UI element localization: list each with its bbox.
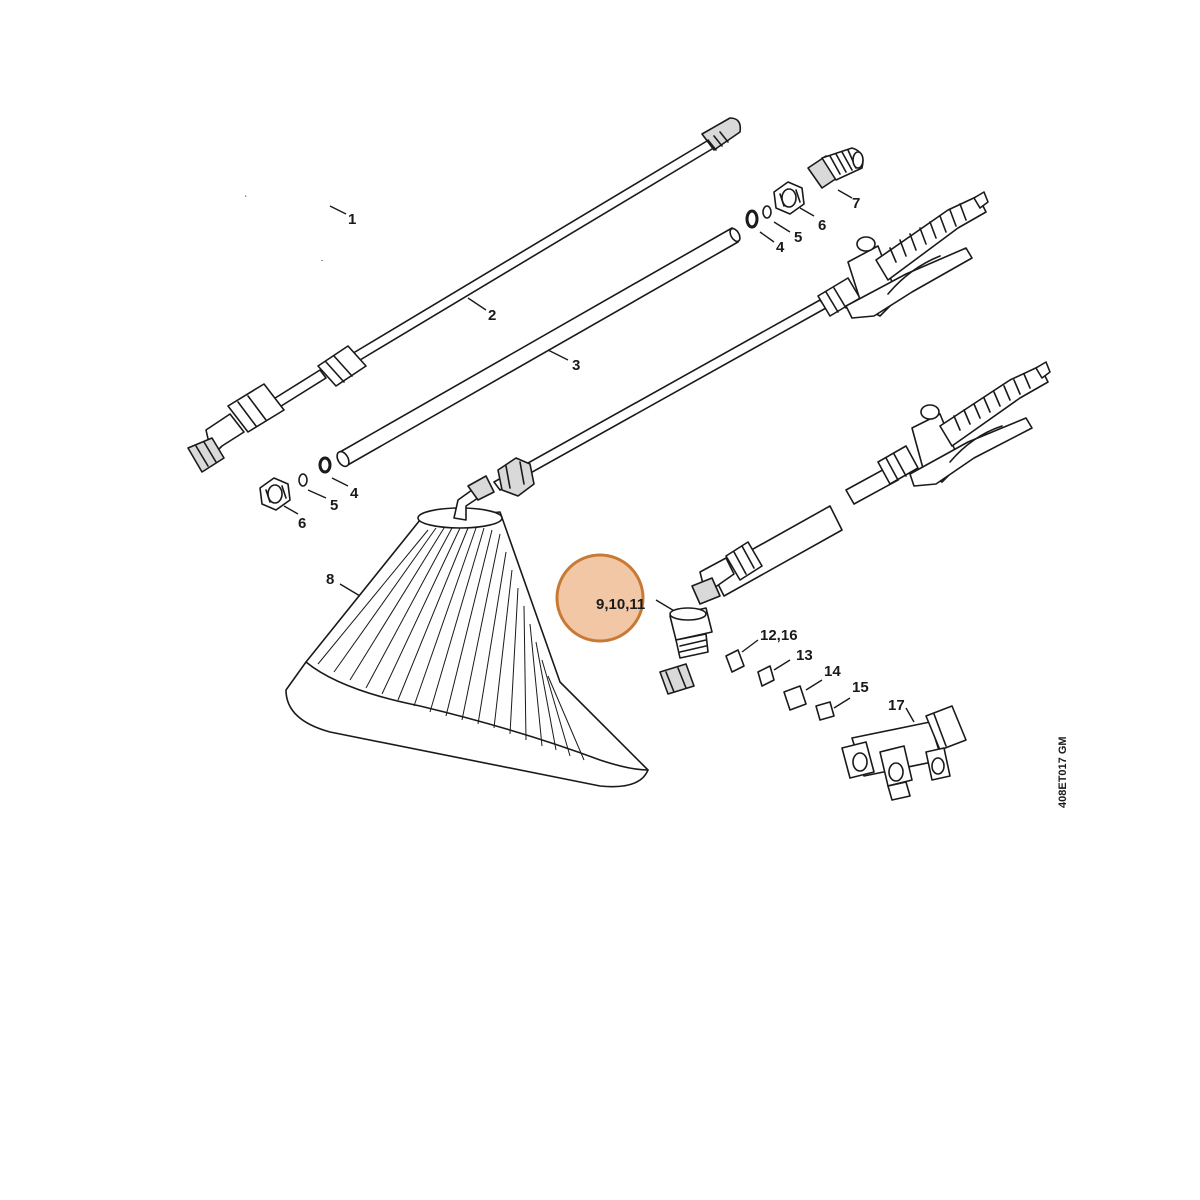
part-5-seal-bottom[interactable] (298, 473, 308, 487)
callout-6-bottom[interactable]: 6 (298, 515, 306, 532)
callout-4-bottom[interactable]: 4 (350, 485, 359, 502)
upper-spray-handle[interactable] (493, 191, 989, 497)
leader-4-top (759, 231, 775, 243)
part-3-extension-tube[interactable] (335, 227, 742, 468)
callout-3[interactable]: 3 (572, 357, 580, 374)
part-14-filter[interactable] (783, 685, 807, 711)
leader-13 (773, 659, 791, 671)
leader-1 (329, 205, 347, 215)
callout-4-top[interactable]: 4 (776, 239, 785, 256)
leader-6-top (799, 207, 815, 217)
part-2-spray-lance[interactable] (187, 117, 742, 473)
callout-12-16[interactable]: 12,16 (760, 627, 798, 644)
part-4-o-ring-bottom[interactable] (318, 456, 332, 474)
leader-8 (339, 583, 361, 597)
callout-6-top[interactable]: 6 (818, 217, 826, 234)
part-13-nozzle-tip[interactable] (757, 665, 775, 687)
part-9-10-11-nozzle-adapter[interactable] (659, 607, 713, 695)
callout-17[interactable]: 17 (888, 697, 905, 714)
drawing-code: 408ET017 GM (1057, 736, 1069, 808)
leader-2 (467, 297, 487, 311)
leader-6-bottom (283, 505, 299, 515)
part-5-seal-top[interactable] (762, 205, 772, 219)
callout-14[interactable]: 14 (824, 663, 841, 680)
leader-3 (547, 349, 569, 361)
callout-5-bottom[interactable]: 5 (330, 497, 338, 514)
callout-15[interactable]: 15 (852, 679, 869, 696)
part-4-o-ring-top[interactable] (745, 209, 759, 229)
part-12-16-nozzle-nut[interactable] (725, 649, 745, 673)
leader-5-bottom (307, 489, 327, 499)
callout-9-10-11[interactable]: 9,10,11 (596, 596, 645, 613)
callout-7[interactable]: 7 (852, 195, 860, 212)
callout-2[interactable]: 2 (488, 307, 496, 324)
callout-8[interactable]: 8 (326, 571, 334, 588)
callout-5-top[interactable]: 5 (794, 229, 802, 246)
leader-5-top (773, 221, 791, 233)
leader-14 (805, 679, 823, 691)
part-15-seal[interactable] (815, 701, 835, 721)
part-7-threaded-adapter[interactable] (807, 147, 864, 189)
part-6-union-nut-bottom[interactable] (259, 477, 291, 511)
callout-1[interactable]: 1 (348, 211, 356, 228)
lower-spray-handle[interactable] (691, 361, 1051, 605)
part-17-double-nozzle[interactable] (841, 705, 967, 801)
part-6-union-nut-top[interactable] (773, 181, 805, 215)
leader-15 (833, 697, 851, 709)
leader-7 (837, 189, 853, 199)
part-1-hex-key[interactable] (245, 156, 324, 261)
leader-12-16 (741, 639, 759, 653)
leader-17 (905, 707, 915, 723)
part-8-spray-shield[interactable] (285, 475, 649, 788)
leader-4-bottom (331, 477, 349, 487)
callout-13[interactable]: 13 (796, 647, 813, 664)
highlight-circle (555, 553, 645, 643)
